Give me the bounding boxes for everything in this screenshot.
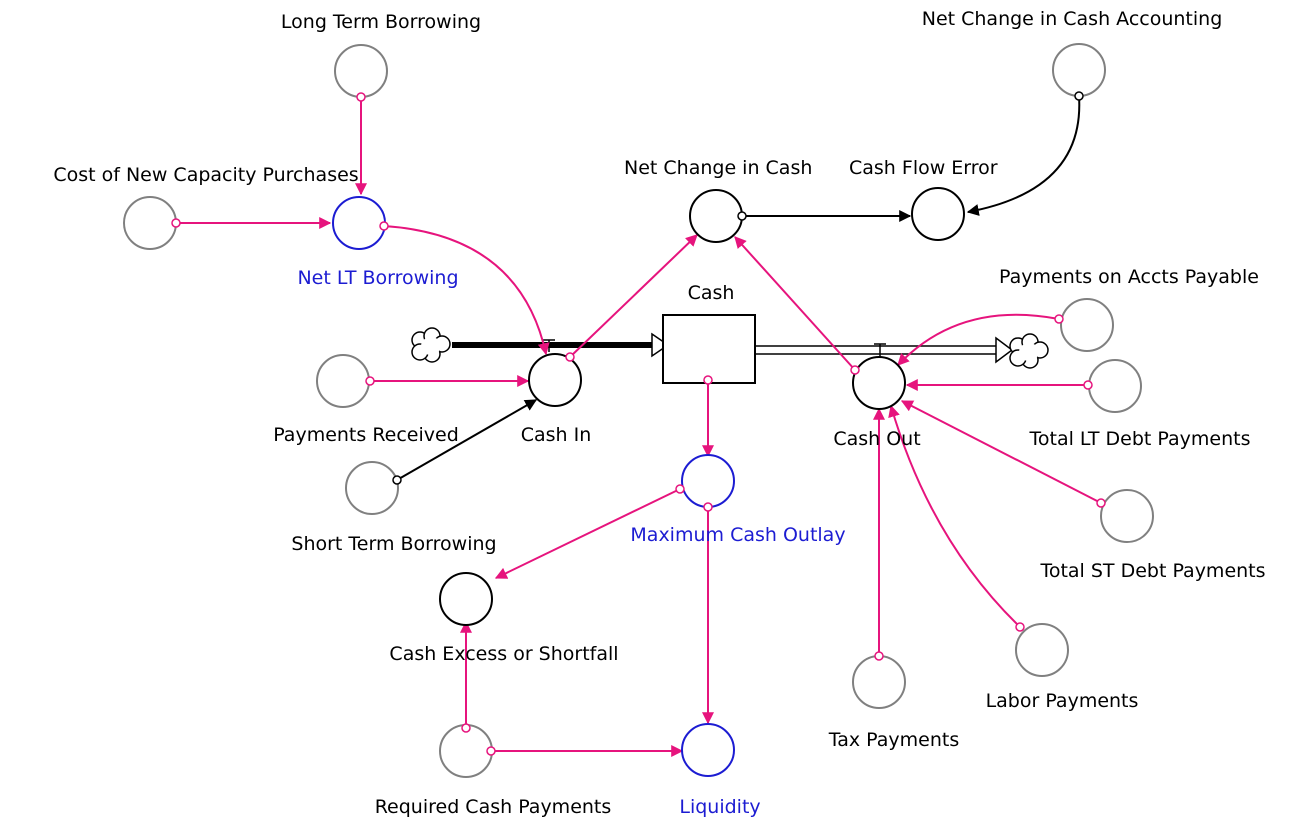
link-mco-to-excess <box>494 488 681 579</box>
label-payments-accts-payable: Payments on Accts Payable <box>999 266 1259 288</box>
link-labor-to-cashout <box>888 404 1021 628</box>
label-tax-payments: Tax Payments <box>828 729 959 751</box>
link-cashin-to-netchange <box>569 234 698 358</box>
link-tails <box>171 91 1106 756</box>
link-netlt-to-cashin <box>383 225 550 356</box>
net-lt-borrowing-node[interactable] <box>332 196 386 250</box>
short-term-borrowing-node[interactable] <box>345 461 399 515</box>
payments-accts-payable-node[interactable] <box>1060 298 1114 352</box>
label-net-lt-borrowing: Net LT Borrowing <box>297 267 458 289</box>
label-maximum-cash-outlay: Maximum Cash Outlay <box>630 524 845 546</box>
label-net-change-cash: Net Change in Cash <box>624 157 812 179</box>
net-change-cash-accounting-node[interactable] <box>1052 43 1106 97</box>
label-cash-flow-error: Cash Flow Error <box>849 157 998 179</box>
label-required-cash-payments: Required Cash Payments <box>375 796 612 818</box>
cash-stock[interactable] <box>662 314 756 384</box>
payments-received-node[interactable] <box>316 354 370 408</box>
liquidity-node[interactable] <box>681 723 735 777</box>
label-cash-in: Cash In <box>521 424 592 446</box>
label-short-term-borrowing: Short Term Borrowing <box>291 533 496 555</box>
label-net-change-cash-accounting: Net Change in Cash Accounting <box>922 8 1223 30</box>
link-ncca-to-cfe <box>966 95 1081 216</box>
inflow-pipe <box>452 332 670 358</box>
link-tst-to-cashout <box>900 400 1102 504</box>
labels: Long Term Borrowing Net Change in Cash A… <box>53 8 1265 818</box>
link-stb-to-cashin <box>396 399 538 481</box>
required-cash-payments-node[interactable] <box>439 724 493 778</box>
label-total-st-debt: Total ST Debt Payments <box>1039 560 1265 582</box>
label-liquidity: Liquidity <box>679 796 760 818</box>
cash-excess-shortfall-node[interactable] <box>439 572 493 626</box>
source-cloud-icon <box>411 327 451 363</box>
tax-payments-node[interactable] <box>852 655 906 709</box>
label-cash: Cash <box>688 282 735 304</box>
label-labor-payments: Labor Payments <box>986 690 1139 712</box>
outflow-pipe <box>756 336 1014 364</box>
net-change-cash-node[interactable] <box>689 189 743 243</box>
maximum-cash-outlay-node[interactable] <box>681 454 735 508</box>
long-term-borrowing-node[interactable] <box>334 44 388 98</box>
label-cost-new-capacity: Cost of New Capacity Purchases <box>53 164 358 186</box>
variables <box>123 43 1154 778</box>
cost-new-capacity-node[interactable] <box>123 196 177 250</box>
link-pap-to-cashout <box>897 313 1060 366</box>
total-lt-debt-node[interactable] <box>1088 359 1142 413</box>
label-total-lt-debt: Total LT Debt Payments <box>1029 428 1251 450</box>
label-cash-excess-shortfall: Cash Excess or Shortfall <box>389 643 618 665</box>
label-cash-out: Cash Out <box>833 428 920 450</box>
cash-in-node[interactable] <box>528 353 582 407</box>
causal-links <box>176 95 1102 757</box>
label-payments-received: Payments Received <box>273 424 459 446</box>
sink-cloud-icon <box>1009 333 1049 369</box>
total-st-debt-node[interactable] <box>1100 489 1154 543</box>
cash-out-node[interactable] <box>852 356 906 410</box>
cash-flow-error-node[interactable] <box>911 187 965 241</box>
labor-payments-node[interactable] <box>1015 623 1069 677</box>
link-cashout-to-netchange <box>734 236 856 371</box>
label-long-term-borrowing: Long Term Borrowing <box>281 11 481 33</box>
